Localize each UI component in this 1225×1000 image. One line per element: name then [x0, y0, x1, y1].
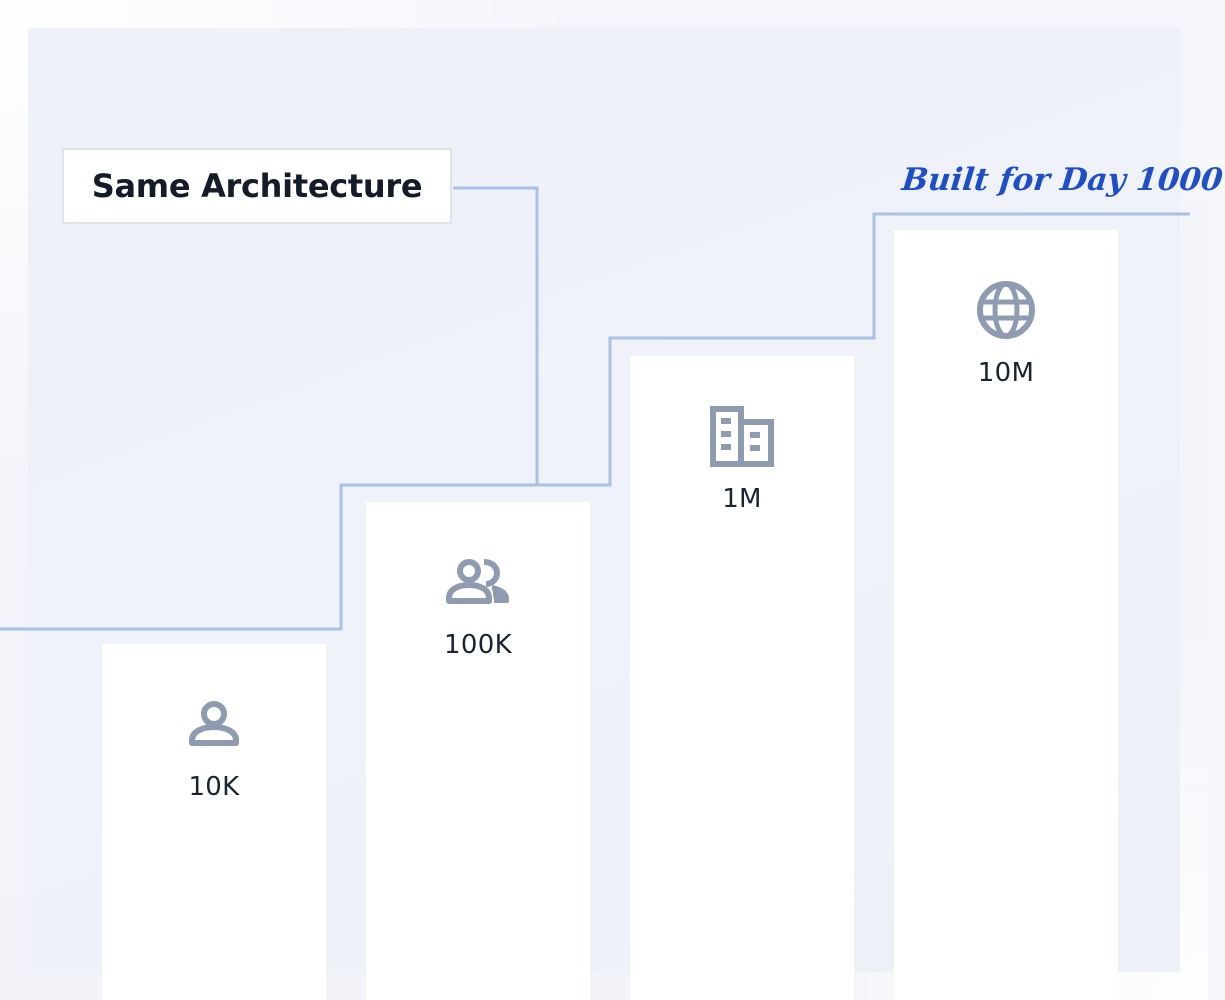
architecture-callout: Same Architecture	[62, 148, 452, 224]
tier-bar-1m: 1M	[630, 356, 854, 1000]
tier-label-10k: 10K	[188, 772, 240, 802]
tier-bar-10m: 10M	[894, 230, 1118, 1000]
person-icon	[189, 701, 239, 746]
built-for-tagline: Built for Day 1000	[900, 162, 1225, 198]
tier-label-1m: 1M	[722, 484, 762, 514]
tier-bar-100k: 100K	[366, 502, 590, 1000]
tier-bar-10k: 10K	[102, 644, 326, 1000]
tier-label-100k: 100K	[444, 630, 512, 660]
building-icon	[710, 406, 774, 467]
people-icon	[446, 559, 509, 604]
globe-icon	[977, 281, 1035, 339]
tier-label-10m: 10M	[977, 358, 1035, 388]
